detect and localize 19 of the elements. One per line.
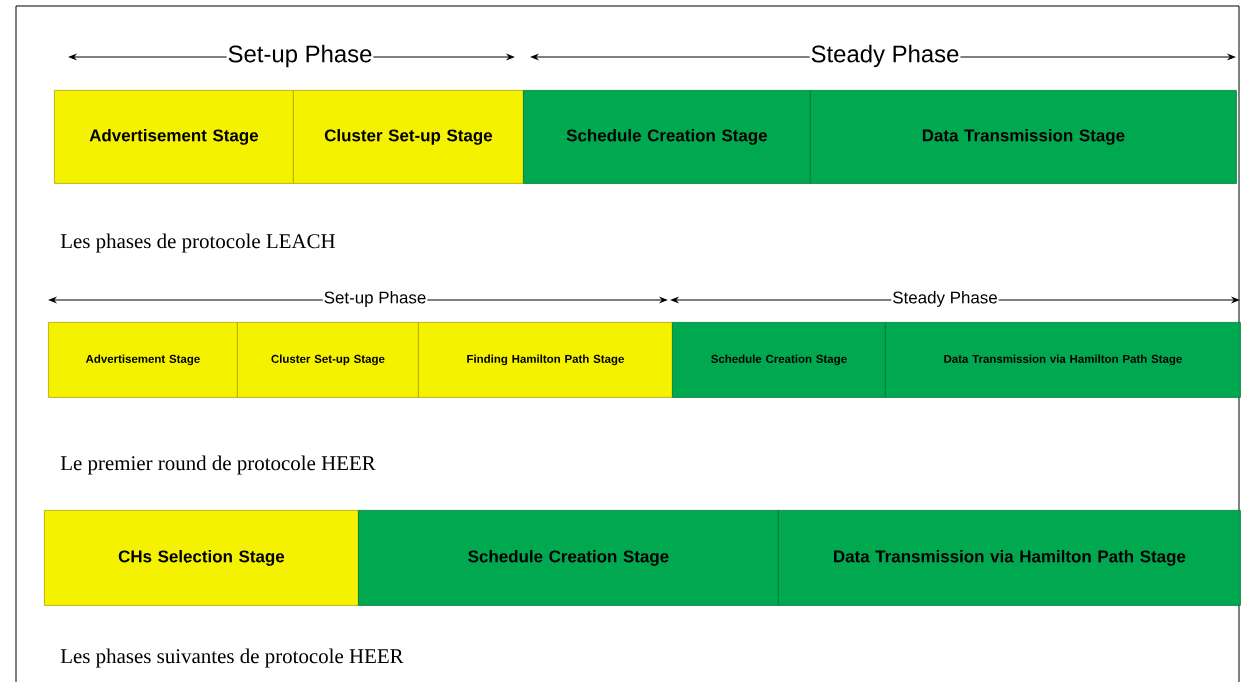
stage-box: Schedule Creation Stage	[523, 90, 811, 184]
stage-box: Cluster Set-up Stage	[293, 90, 524, 184]
caption: Le premier round de protocole HEER	[60, 455, 376, 475]
stage-box: Advertisement Stage	[48, 322, 238, 398]
stage-box: Finding Hamilton Path Stage	[418, 322, 673, 398]
phase-label: Steady Phase	[809, 44, 961, 68]
caption: Les phases de protocole LEACH	[60, 233, 335, 253]
stage-box: Data Transmission via Hamilton Path Stage	[885, 322, 1241, 398]
stage-box: Cluster Set-up Stage	[237, 322, 419, 398]
stage-box: Advertisement Stage	[54, 90, 294, 184]
phase-label: Steady Phase	[891, 291, 999, 307]
stage-box: Schedule Creation Stage	[672, 322, 886, 398]
caption: Les phases suivantes de protocole HEER	[60, 648, 404, 668]
stage-box: Schedule Creation Stage	[358, 510, 779, 606]
stage-box: Data Transmission via Hamilton Path Stage	[778, 510, 1241, 606]
phase-label: Set-up Phase	[322, 291, 428, 307]
stage-box: CHs Selection Stage	[44, 510, 359, 606]
phase-label: Set-up Phase	[226, 44, 374, 68]
stage-box: Data Transmission Stage	[810, 90, 1237, 184]
